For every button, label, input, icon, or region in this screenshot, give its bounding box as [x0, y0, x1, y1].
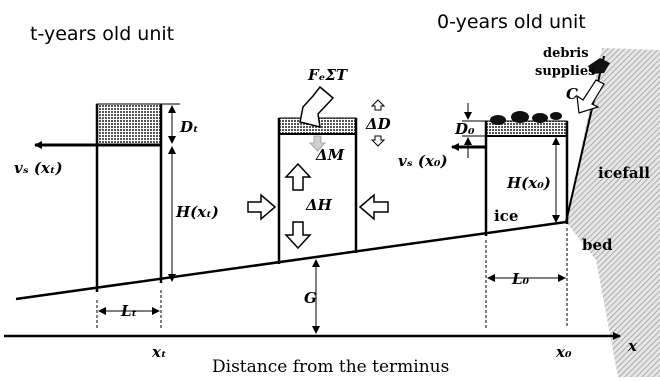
- middle-unit: [247, 85, 389, 334]
- falling-debris: [588, 58, 610, 74]
- debris-layer-t: [96, 103, 162, 146]
- label-dH: ΔH: [305, 196, 333, 214]
- inflow-arrow-left: [247, 193, 277, 221]
- melt-arrow: [309, 135, 326, 152]
- title-t-years: t-years old unit: [30, 23, 174, 45]
- label-L0: L₀: [511, 270, 530, 288]
- label-x0: x₀: [555, 343, 572, 361]
- title-0-years: 0-years old unit: [437, 11, 586, 33]
- label-dD: ΔD: [365, 115, 391, 133]
- t-years-unit: [34, 103, 180, 328]
- label-D0: D₀: [454, 120, 475, 138]
- inflow-arrow-right: [358, 193, 389, 221]
- thickness-change-down-arrow: [284, 221, 312, 250]
- label-Hxt: H(xₜ): [175, 203, 219, 221]
- label-C: C: [566, 85, 578, 103]
- label-dM: ΔM: [315, 146, 345, 164]
- glacier-bed-line: [15, 220, 567, 301]
- label-x-axis: x: [627, 337, 638, 355]
- label-G: G: [304, 289, 317, 307]
- label-Dt: Dₜ: [179, 118, 199, 136]
- label-Lt: Lₜ: [120, 302, 137, 320]
- label-icefall: icefall: [598, 164, 650, 182]
- energy-flux-arrow: [299, 85, 335, 129]
- label-vs-x0: vₛ (x₀): [398, 152, 448, 170]
- label-vs-xt: vₛ (xₜ): [14, 159, 63, 177]
- debris-supply-arrow: [576, 79, 605, 114]
- label-ice: ice: [494, 207, 518, 225]
- label-xt: xₜ: [151, 343, 167, 361]
- icefall-rock: [566, 48, 660, 377]
- label-Fc: FₑΣT: [307, 66, 349, 84]
- thickness-change-up-arrow: [284, 162, 312, 191]
- x-axis-label: Distance from the terminus: [212, 357, 449, 377]
- label-bed: bed: [582, 236, 613, 254]
- zero-years-unit: [451, 58, 610, 328]
- label-debris: debris: [543, 46, 589, 61]
- label-Hx0: H(x₀): [506, 174, 551, 192]
- label-supplies: supplies: [535, 64, 595, 79]
